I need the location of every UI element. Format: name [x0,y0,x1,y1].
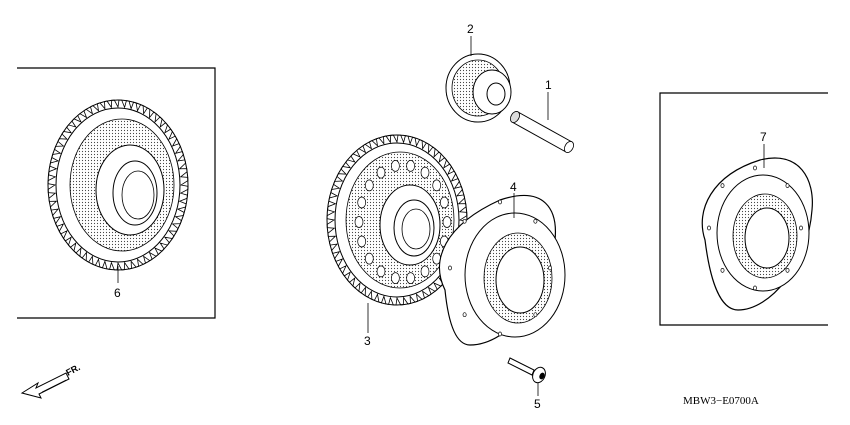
front-direction-label: FR. [64,362,81,378]
callout-5: 5 [534,397,541,411]
gear-3 [326,134,468,306]
left-inset-frame [17,67,216,319]
callout-7: 7 [760,130,767,144]
diagram-code: MBW3−E0700A [683,395,759,407]
bolt-5 [507,357,546,384]
gear-6 [47,99,189,271]
callout-3: 3 [364,334,371,348]
clutch-7 [701,157,813,311]
leader-lines [117,36,765,396]
callout-4: 4 [510,180,517,194]
callout-2: 2 [467,22,474,36]
clutch-4 [438,194,566,346]
right-inset-frame [659,92,828,326]
callout-1: 1 [545,78,552,92]
front-direction-arrow [20,372,70,399]
callout-6: 6 [114,286,121,300]
shaft-1 [510,111,574,153]
gear-2 [445,53,512,123]
